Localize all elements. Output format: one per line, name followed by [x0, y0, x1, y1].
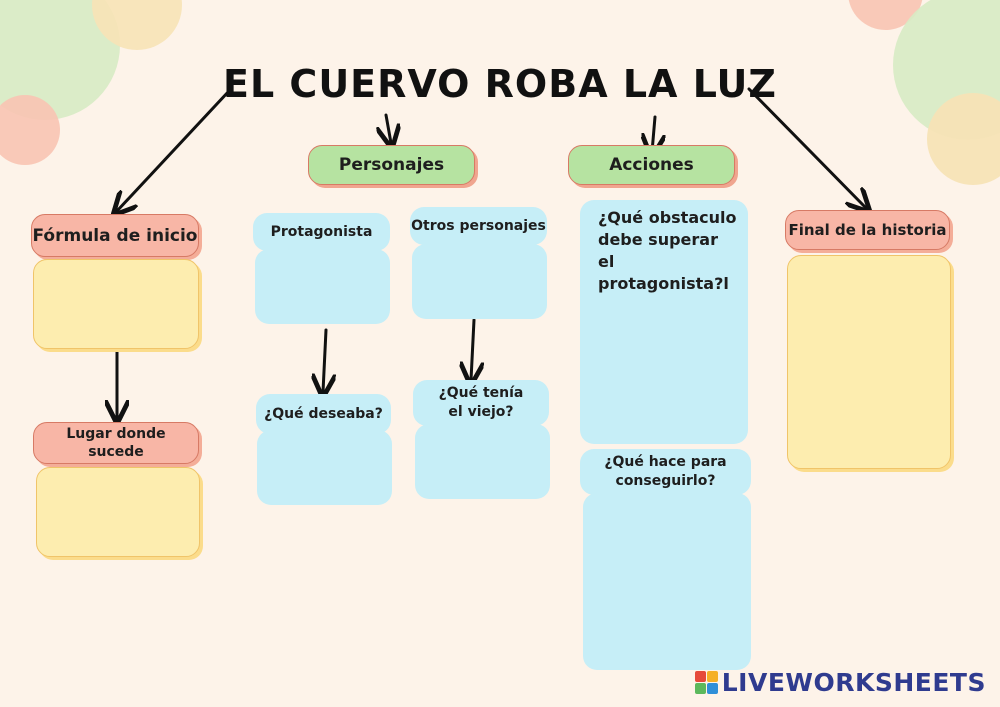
que-hace-answer-box[interactable]	[583, 493, 751, 670]
final-label: Final de la historia	[785, 210, 950, 250]
decor-circle	[927, 93, 1000, 185]
arrow-protagonista-to-deseaba	[323, 328, 326, 392]
acciones-header: Acciones	[568, 145, 735, 185]
liveworksheets-logo-icon	[694, 671, 718, 694]
lugar-label: Lugar donde sucede	[33, 422, 199, 464]
que-tenia-label: ¿Qué tenía el viejo?	[413, 380, 549, 426]
que-tenia-answer-box[interactable]	[415, 424, 550, 499]
arrow-title-to-personajes	[386, 113, 391, 143]
protagonista-label: Protagonista	[253, 213, 390, 251]
que-hace-label: ¿Qué hace para conseguirlo?	[580, 449, 751, 495]
arrow-title-to-final	[747, 87, 866, 208]
page-title: EL CUERVO ROBA LA LUZ	[223, 62, 777, 106]
obstaculo-answer-box[interactable]	[580, 200, 748, 444]
final-answer-box[interactable]	[787, 255, 951, 469]
que-deseaba-label: ¿Qué deseaba?	[256, 394, 391, 434]
otros-personajes-answer-box[interactable]	[412, 244, 547, 319]
que-deseaba-answer-box[interactable]	[257, 430, 392, 505]
decor-circle	[0, 95, 60, 165]
logo-text: LIVEWORKSHEETS	[721, 668, 986, 697]
liveworksheets-logo: LIVEWORKSHEETS	[694, 668, 986, 697]
formula-inicio-answer-box[interactable]	[33, 259, 199, 349]
arrow-title-to-formula	[117, 89, 231, 211]
arrow-otros-to-tenia	[471, 318, 474, 380]
otros-personajes-label: Otros personajes	[410, 207, 547, 245]
protagonista-answer-box[interactable]	[255, 249, 390, 324]
lugar-answer-box[interactable]	[36, 467, 200, 557]
obstaculo-label: ¿Qué obstaculo debe superar el protagoni…	[598, 208, 737, 293]
formula-inicio-label: Fórmula de inicio	[31, 214, 199, 257]
personajes-header: Personajes	[308, 145, 475, 185]
